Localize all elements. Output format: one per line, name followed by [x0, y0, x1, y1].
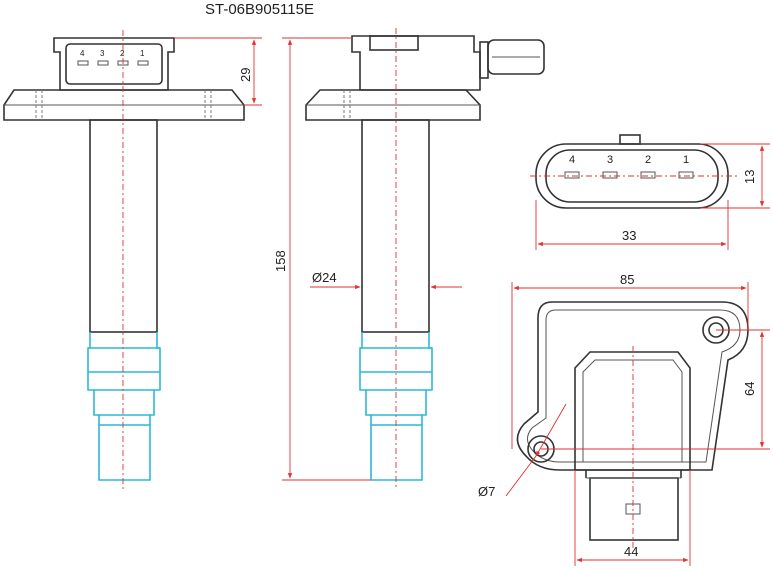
side-shaft: [361, 119, 430, 333]
face-pin-slot: [678, 171, 694, 179]
drawing-title: ST-06B905115E: [205, 1, 314, 18]
dimension-connector-face-width: 33: [535, 200, 729, 250]
dimension-flange-height: 64: [541, 329, 770, 450]
front-boot: [87, 332, 161, 481]
front-pin-slot: [97, 60, 109, 66]
front-pin-slot: [77, 60, 89, 66]
dim-label-29: 29: [238, 68, 253, 82]
face-pin-label: 3: [607, 154, 613, 166]
dim-label-64: 64: [742, 382, 757, 396]
dimension-shaft-diameter: Ø24: [310, 270, 462, 290]
top-plug: [589, 477, 679, 541]
side-connector-latch: [369, 35, 419, 51]
dim-label-85: 85: [620, 272, 634, 287]
side-connector-housing: [351, 35, 481, 91]
dim-label-158: 158: [273, 250, 288, 272]
top-view: [516, 301, 749, 548]
front-pin-label: 3: [100, 49, 105, 58]
front-pin-slot: [137, 60, 149, 66]
dimension-connector-height: 29: [174, 37, 262, 106]
connector-face-view: 4 3 2 1: [530, 134, 740, 209]
dim-label-diameter-24: Ø24: [312, 270, 337, 285]
top-flange-inner: [527, 309, 741, 463]
dim-label-13: 13: [742, 170, 757, 184]
front-connector-housing: [53, 37, 175, 91]
front-connector-socket: [65, 43, 163, 85]
side-boot: [359, 332, 433, 481]
front-pin-label: 2: [120, 49, 125, 58]
dimension-total-length: 158: [273, 37, 371, 481]
side-plug: [487, 39, 545, 75]
dim-label-33: 33: [622, 228, 636, 243]
dimension-connector-face-height: 13: [700, 143, 770, 209]
face-pin-label: 1: [683, 154, 689, 166]
dimension-flange-width: 85: [511, 272, 749, 449]
face-pin-slot: [640, 171, 656, 179]
face-pin-slot: [564, 171, 580, 179]
front-pin-label: 4: [80, 49, 85, 58]
face-pin-label: 2: [645, 154, 651, 166]
face-pin-label: 4: [569, 154, 575, 166]
connector-face-key: [619, 134, 641, 145]
front-pin-label: 1: [140, 49, 145, 58]
top-body: [574, 351, 691, 471]
front-view: 4 3 2 1: [3, 30, 245, 490]
side-view: [305, 28, 545, 490]
dim-label-diameter-7: Ø7: [478, 484, 495, 499]
face-pin-slot: [602, 171, 618, 179]
dimension-body-width: 44: [574, 470, 691, 566]
front-shaft: [89, 119, 158, 333]
dim-label-44: 44: [624, 544, 638, 559]
side-plug-collar: [479, 41, 489, 79]
dimension-hole-diameter: Ø7: [478, 403, 567, 499]
